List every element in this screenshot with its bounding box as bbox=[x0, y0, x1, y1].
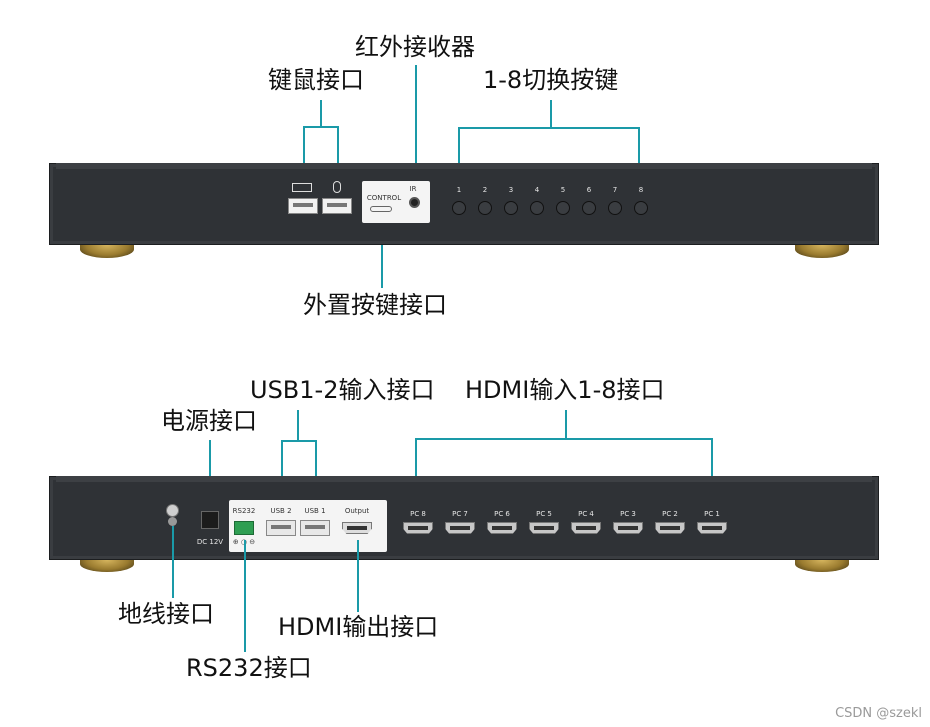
ir-label: IR bbox=[409, 185, 417, 193]
leader-line bbox=[415, 438, 417, 506]
pc-label: PC 1 bbox=[704, 510, 720, 518]
leader-line bbox=[281, 440, 317, 442]
dc-label: DC 12V bbox=[196, 538, 224, 546]
rs232-pins: ⊕ ○ ⊖ bbox=[232, 538, 256, 546]
switch-button-6[interactable] bbox=[582, 201, 596, 215]
hdmi-input-pc5[interactable] bbox=[529, 522, 559, 534]
leader-line bbox=[320, 100, 322, 126]
callout-hdmi-output: HDMI输出接口 bbox=[278, 613, 439, 641]
leader-line bbox=[303, 126, 339, 128]
panel-top-edge bbox=[56, 476, 872, 482]
callout-ir-receiver: 红外接收器 bbox=[355, 33, 475, 61]
leader-line bbox=[711, 438, 713, 506]
button-number: 6 bbox=[586, 186, 592, 194]
ground-screw-icon[interactable] bbox=[166, 504, 179, 517]
ground-screw-base bbox=[168, 517, 177, 526]
pc-label: PC 5 bbox=[536, 510, 552, 518]
switch-button-7[interactable] bbox=[608, 201, 622, 215]
usb1-input-port[interactable] bbox=[300, 520, 330, 536]
leader-line bbox=[458, 127, 460, 183]
leader-line bbox=[172, 526, 174, 598]
switch-button-5[interactable] bbox=[556, 201, 570, 215]
pc-label: PC 6 bbox=[494, 510, 510, 518]
leader-line bbox=[297, 410, 299, 441]
callout-ground: 地线接口 bbox=[118, 600, 214, 628]
usb2-label: USB 2 bbox=[270, 507, 292, 515]
control-port[interactable] bbox=[370, 206, 392, 212]
switch-button-4[interactable] bbox=[530, 201, 544, 215]
rs232-terminal[interactable] bbox=[234, 521, 254, 535]
leader-line bbox=[281, 440, 283, 506]
pc-label: PC 8 bbox=[410, 510, 426, 518]
switch-button-1[interactable] bbox=[452, 201, 466, 215]
leader-line bbox=[415, 65, 417, 183]
pc-label: PC 7 bbox=[452, 510, 468, 518]
mouse-usb-port[interactable] bbox=[322, 198, 352, 214]
usb1-label: USB 1 bbox=[304, 507, 326, 515]
button-number: 5 bbox=[560, 186, 566, 194]
hdmi-input-pc7[interactable] bbox=[445, 522, 475, 534]
pc-label: PC 3 bbox=[620, 510, 636, 518]
rs232-label: RS232 bbox=[232, 507, 256, 515]
keyboard-icon bbox=[292, 183, 312, 192]
callout-power: 电源接口 bbox=[161, 407, 257, 435]
leader-line bbox=[458, 127, 640, 129]
leader-line bbox=[337, 126, 339, 178]
leader-line bbox=[415, 438, 713, 440]
leader-line bbox=[303, 126, 305, 178]
leader-line bbox=[638, 127, 640, 183]
hdmi-input-pc6[interactable] bbox=[487, 522, 517, 534]
switch-button-2[interactable] bbox=[478, 201, 492, 215]
switch-button-3[interactable] bbox=[504, 201, 518, 215]
hdmi-input-pc8[interactable] bbox=[403, 522, 433, 534]
leader-line bbox=[381, 222, 383, 288]
watermark: CSDN @szekl bbox=[835, 706, 922, 721]
keyboard-usb-port[interactable] bbox=[288, 198, 318, 214]
ir-receiver-window bbox=[409, 197, 420, 208]
callout-external-button: 外置按键接口 bbox=[303, 291, 447, 319]
leader-line bbox=[565, 410, 567, 439]
callout-switch-buttons: 1-8切换按键 bbox=[483, 66, 619, 94]
callout-hdmi-input: HDMI输入1-8接口 bbox=[465, 376, 665, 404]
pc-label: PC 2 bbox=[662, 510, 678, 518]
button-number: 7 bbox=[612, 186, 618, 194]
button-number: 3 bbox=[508, 186, 514, 194]
leader-line bbox=[209, 440, 211, 506]
dc-power-jack[interactable] bbox=[201, 511, 219, 529]
leader-line bbox=[244, 540, 246, 652]
pc-label: PC 4 bbox=[578, 510, 594, 518]
callout-usb-input: USB1-2输入接口 bbox=[250, 376, 435, 404]
hdmi-input-pc2[interactable] bbox=[655, 522, 685, 534]
output-label: Output bbox=[344, 507, 370, 515]
hdmi-input-pc3[interactable] bbox=[613, 522, 643, 534]
mouse-icon bbox=[333, 181, 341, 193]
control-label: CONTROL bbox=[366, 194, 402, 202]
button-number: 2 bbox=[482, 186, 488, 194]
hdmi-input-pc4[interactable] bbox=[571, 522, 601, 534]
usb2-input-port[interactable] bbox=[266, 520, 296, 536]
callout-rs232: RS232接口 bbox=[186, 654, 312, 682]
leader-line bbox=[550, 100, 552, 127]
button-number: 1 bbox=[456, 186, 462, 194]
hdmi-output-port[interactable] bbox=[342, 522, 372, 534]
hdmi-input-pc1[interactable] bbox=[697, 522, 727, 534]
callout-keyboard-mouse: 键鼠接口 bbox=[268, 66, 364, 94]
button-number: 4 bbox=[534, 186, 540, 194]
leader-line bbox=[357, 540, 359, 612]
button-number: 8 bbox=[638, 186, 644, 194]
rear-panel bbox=[49, 476, 879, 560]
leader-line bbox=[315, 440, 317, 506]
panel-top-edge bbox=[56, 163, 872, 169]
switch-button-8[interactable] bbox=[634, 201, 648, 215]
